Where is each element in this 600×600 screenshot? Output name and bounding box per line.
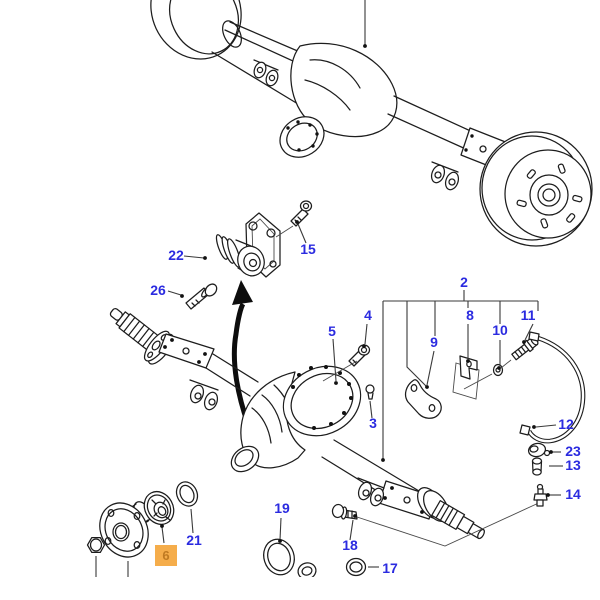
o-ring-19 (263, 538, 295, 576)
part-label-13[interactable]: 13 (565, 457, 581, 473)
oil-seal-21 (175, 481, 199, 507)
part-label-6[interactable]: 6 (162, 548, 169, 563)
part-label-17[interactable]: 17 (382, 560, 398, 576)
wheel-bearing-6 (143, 490, 175, 526)
part-label-10[interactable]: 10 (492, 322, 508, 338)
part-label-19[interactable]: 19 (274, 500, 290, 516)
part-label-15[interactable]: 15 (300, 241, 316, 257)
part-label-26[interactable]: 26 (150, 282, 166, 298)
bracket-9 (404, 379, 442, 419)
part-label-6-highlighted[interactable]: 6 (155, 545, 177, 566)
direction-arrow-icon (231, 280, 253, 425)
damper-group-drawing (185, 200, 313, 425)
bleeder-valve-14 (533, 483, 548, 507)
hub-group-drawing (86, 481, 367, 580)
ring-bolt-holes (291, 365, 353, 430)
leader-lines (95, 220, 563, 581)
bolt-26 (185, 283, 218, 310)
diff-cover-ring (282, 365, 362, 437)
left-brake-drum (150, 0, 242, 60)
right-shackle (357, 477, 385, 507)
bolt-4 (322, 344, 371, 382)
flange-bolts (286, 120, 319, 152)
part-label-21[interactable]: 21 (186, 532, 202, 548)
left-shackle (189, 379, 219, 411)
part-label-5[interactable]: 5 (328, 323, 336, 339)
bottom-crop (0, 577, 600, 600)
shock-bracket (253, 59, 279, 87)
axle-nut (86, 536, 106, 554)
seal-ring-17 (345, 557, 367, 577)
diff-housing-exploded (230, 365, 362, 473)
part-label-3[interactable]: 3 (369, 415, 377, 431)
clip-23 (527, 442, 551, 458)
bolt-15 (290, 200, 313, 227)
spring-shackle (430, 161, 460, 191)
part-label-11[interactable]: 11 (521, 307, 536, 323)
hose-and-fittings-drawing (519, 331, 586, 507)
part-label-23[interactable]: 23 (565, 443, 581, 459)
part-label-22[interactable]: 22 (168, 247, 184, 263)
group-2-bracket (382, 290, 539, 459)
bolt-18 (331, 503, 358, 520)
exploded-axle-drawing (109, 308, 544, 547)
left-spring-plate (158, 333, 215, 369)
part-label-12[interactable]: 12 (558, 416, 574, 432)
diff-housing-assembled (279, 42, 398, 158)
part-label-14[interactable]: 14 (565, 486, 581, 502)
brake-hose-12 (519, 331, 586, 444)
part-label-9[interactable]: 9 (430, 334, 438, 350)
assembled-axle-drawing (150, 0, 593, 247)
damper-cylinder (215, 234, 265, 277)
part-label-2[interactable]: 2 (460, 274, 468, 290)
part-label-4[interactable]: 4 (364, 307, 372, 323)
pin-3 (365, 384, 375, 400)
left-spindle (109, 308, 174, 365)
part-label-8[interactable]: 8 (466, 307, 474, 323)
right-spindle (431, 500, 485, 540)
part-labels: 2 3 4 5 8 9 10 11 12 13 14 15 17 18 19 2… (150, 241, 581, 576)
right-brake-drum (479, 131, 593, 247)
part-label-18[interactable]: 18 (342, 537, 358, 553)
wheel-lug-slots (516, 163, 583, 229)
reference-line (356, 500, 544, 547)
highlight-box (155, 545, 177, 566)
leader-dots (160, 220, 553, 543)
connector-13 (531, 457, 543, 476)
